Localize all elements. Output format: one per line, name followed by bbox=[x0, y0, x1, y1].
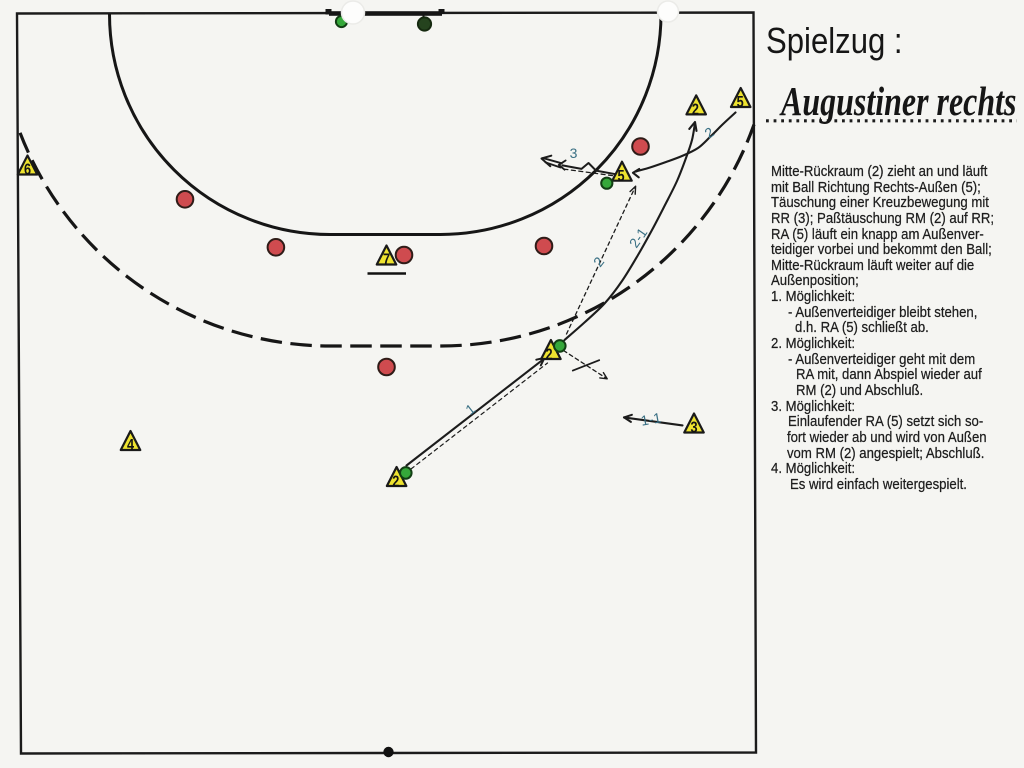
svg-text:2: 2 bbox=[692, 101, 699, 118]
svg-text:3: 3 bbox=[690, 419, 697, 436]
svg-text:5: 5 bbox=[737, 94, 744, 111]
svg-text:7: 7 bbox=[383, 251, 390, 268]
svg-text:1-1: 1-1 bbox=[640, 409, 663, 428]
svg-text:6: 6 bbox=[24, 161, 31, 178]
svg-text:3: 3 bbox=[570, 145, 578, 161]
svg-text:4: 4 bbox=[127, 437, 134, 454]
svg-text:2: 2 bbox=[545, 346, 552, 363]
svg-text:5: 5 bbox=[617, 168, 624, 185]
svg-text:2: 2 bbox=[392, 473, 399, 490]
